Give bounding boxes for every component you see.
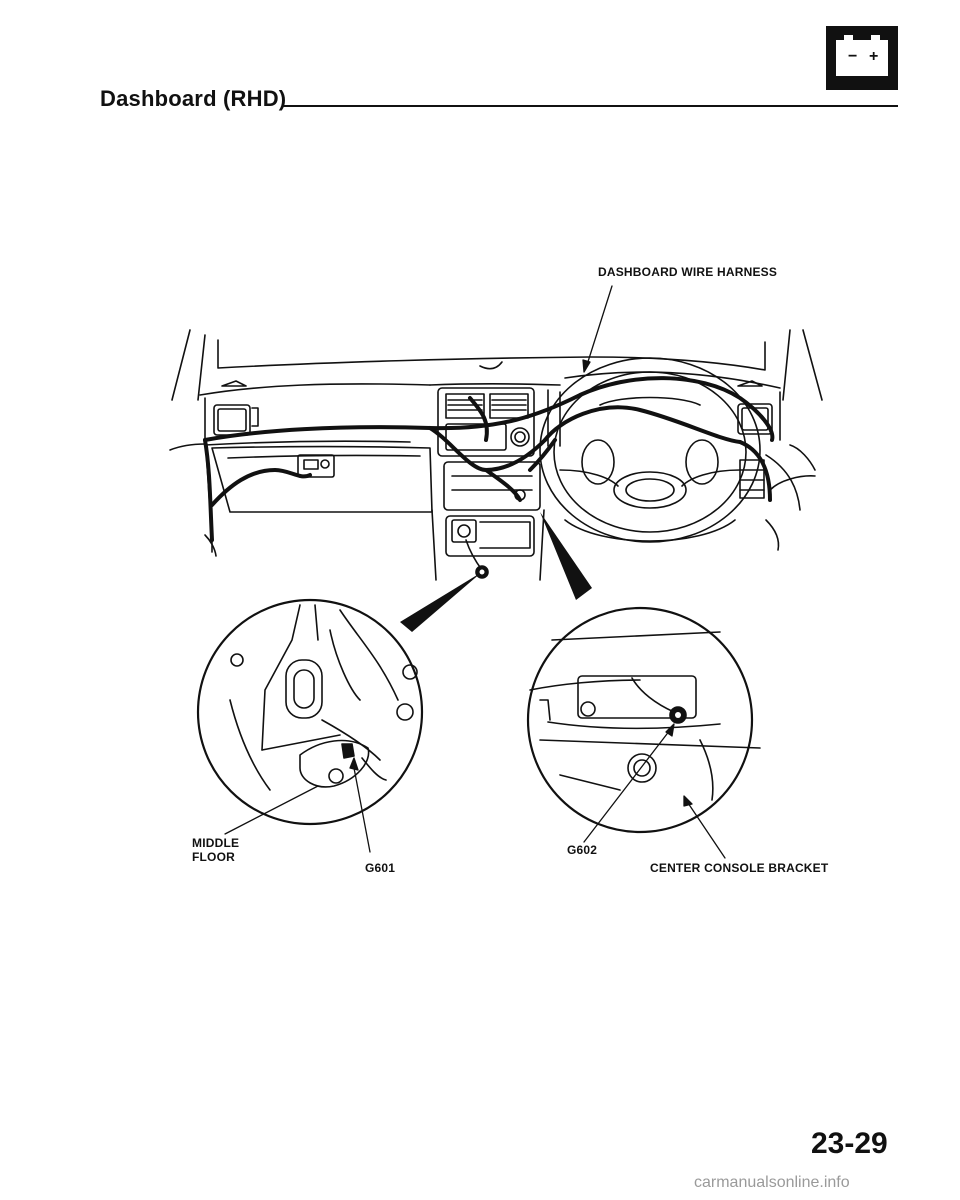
watermark: carmanualsonline.info xyxy=(694,1174,850,1191)
page-title: Dashboard (RHD) xyxy=(100,86,287,111)
wire-harness xyxy=(203,376,775,542)
harness-leader xyxy=(582,285,613,373)
label-center-console-bracket: CENTER CONSOLE BRACKET xyxy=(650,861,829,875)
steering-wheel xyxy=(539,357,761,543)
a-pillars xyxy=(171,329,823,401)
battery-minus: − xyxy=(848,48,857,65)
label-g602: G602 xyxy=(567,843,598,857)
label-dashboard-wire-harness: DASHBOARD WIRE HARNESS xyxy=(598,265,778,279)
label-middle-floor: MIDDLE FLOOR xyxy=(192,836,240,864)
glovebox xyxy=(204,445,433,557)
left-vent xyxy=(213,404,259,436)
g602-detail-circle xyxy=(526,606,761,834)
g601-detail-circle xyxy=(196,598,424,826)
battery-plus: + xyxy=(869,48,878,65)
g601-leaders xyxy=(224,757,371,853)
page-number: 23-29 xyxy=(811,1127,888,1160)
title-rule xyxy=(283,105,898,107)
zoom-wedges xyxy=(400,512,592,632)
g602-leaders xyxy=(583,723,726,859)
battery-icon: − + xyxy=(826,26,898,90)
label-g601: G601 xyxy=(365,861,396,875)
g601-dash-point xyxy=(465,539,489,579)
